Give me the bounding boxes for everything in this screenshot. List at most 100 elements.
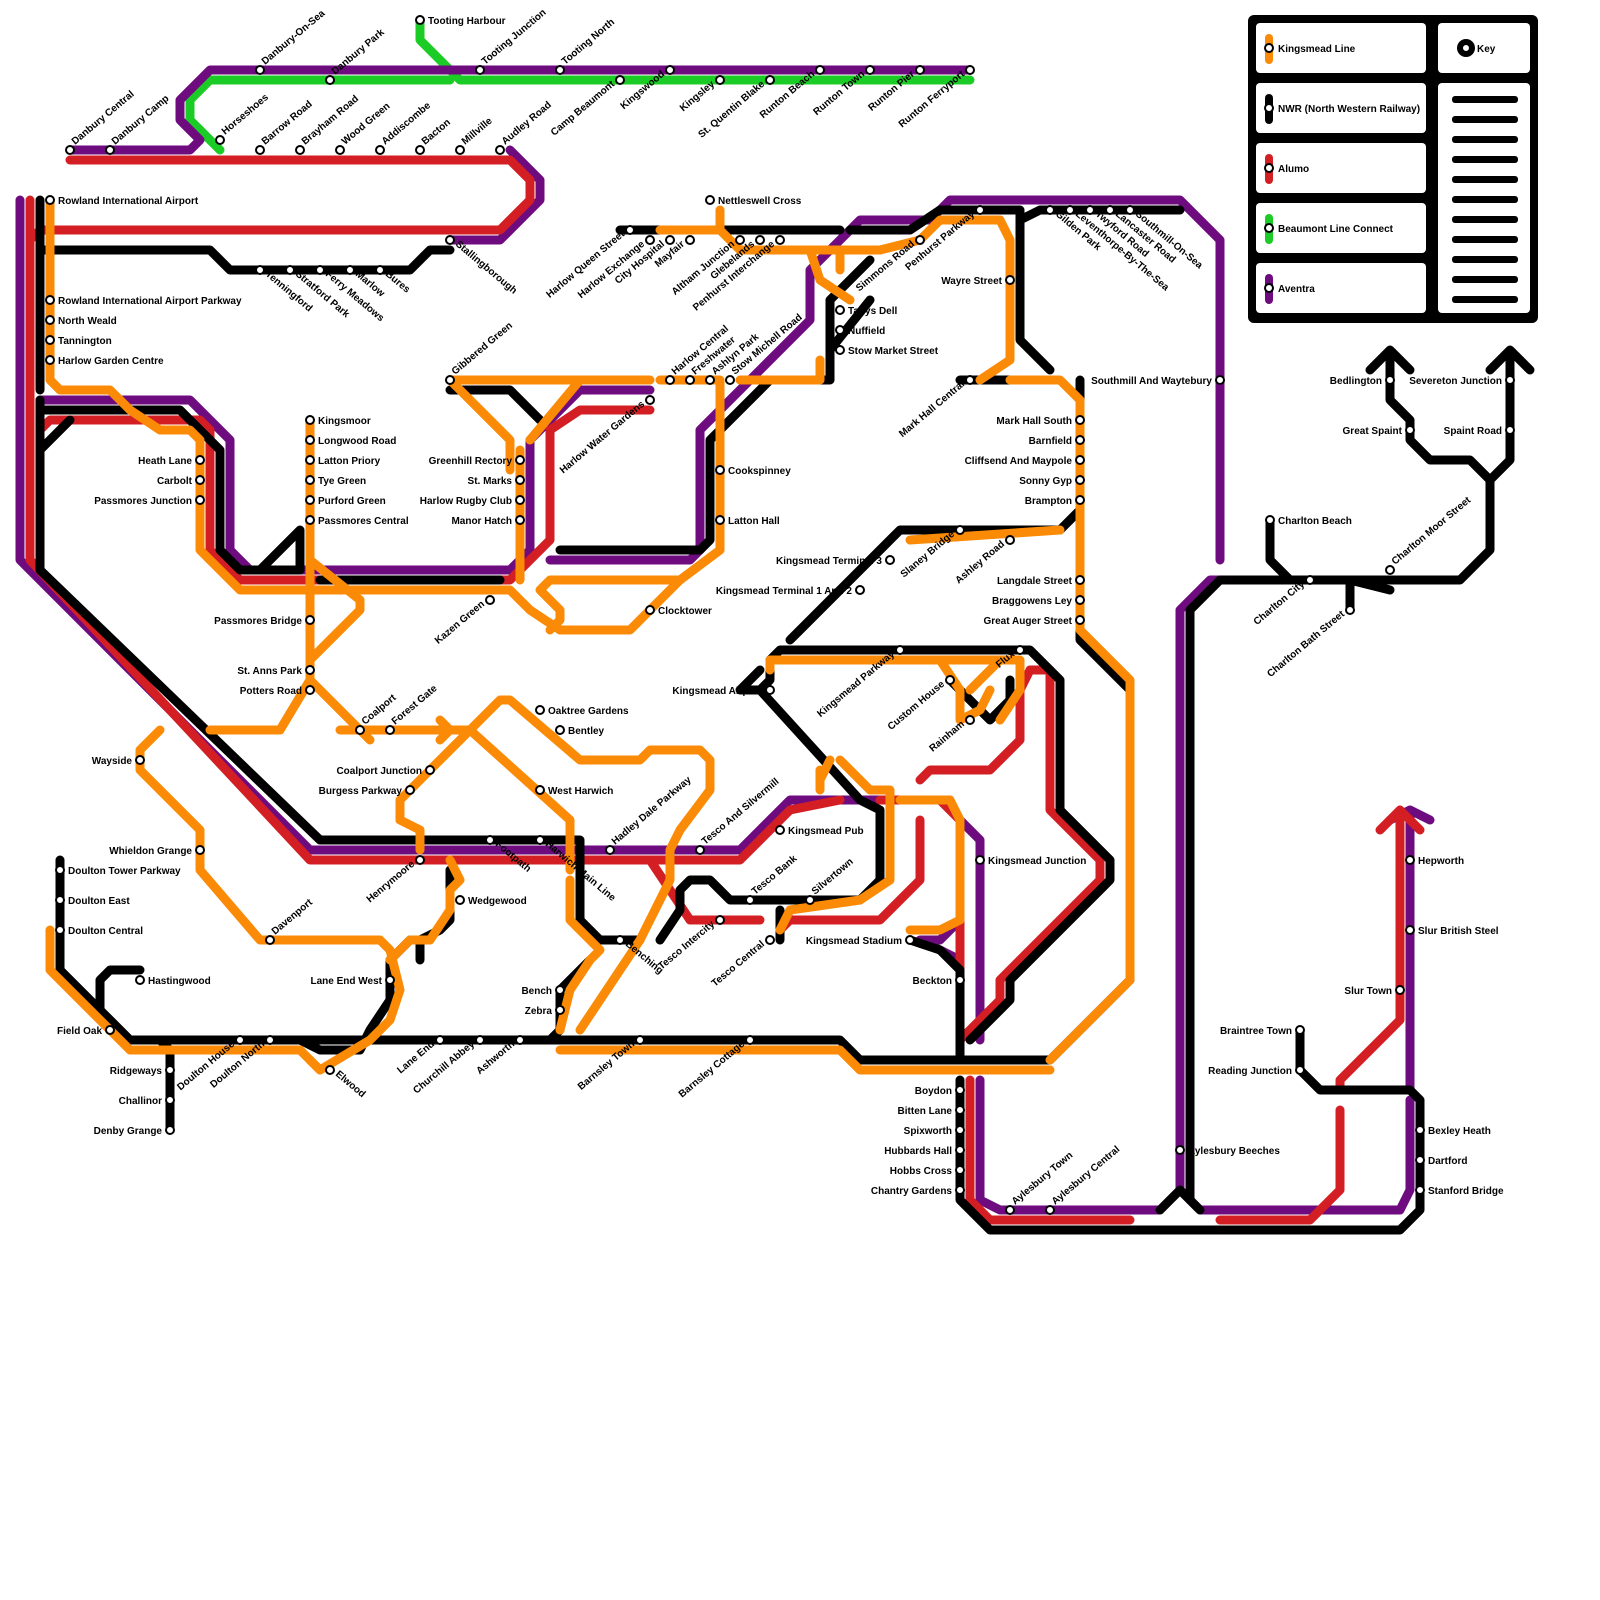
station-marker[interactable] <box>555 1005 565 1015</box>
station-marker[interactable] <box>685 235 695 245</box>
station-marker[interactable] <box>615 75 625 85</box>
station-marker[interactable] <box>805 895 815 905</box>
station-marker[interactable] <box>235 1035 245 1045</box>
station-marker[interactable] <box>1505 375 1515 385</box>
station-marker[interactable] <box>265 1035 275 1045</box>
station-marker[interactable] <box>375 145 385 155</box>
station-marker[interactable] <box>415 145 425 155</box>
station-marker[interactable] <box>305 515 315 525</box>
station-marker[interactable] <box>765 75 775 85</box>
station-marker[interactable] <box>295 145 305 155</box>
station-marker[interactable] <box>615 935 625 945</box>
station-marker[interactable] <box>305 475 315 485</box>
station-marker[interactable] <box>55 925 65 935</box>
station-marker[interactable] <box>375 265 385 275</box>
station-marker[interactable] <box>715 915 725 925</box>
station-marker[interactable] <box>475 65 485 75</box>
station-marker[interactable] <box>1385 375 1395 385</box>
station-marker[interactable] <box>865 65 875 75</box>
station-marker[interactable] <box>645 395 655 405</box>
station-marker[interactable] <box>455 145 465 155</box>
station-marker[interactable] <box>835 345 845 355</box>
station-marker[interactable] <box>945 675 955 685</box>
station-marker[interactable] <box>455 895 465 905</box>
station-marker[interactable] <box>135 975 145 985</box>
station-marker[interactable] <box>425 765 435 775</box>
station-marker[interactable] <box>715 465 725 475</box>
station-marker[interactable] <box>665 375 675 385</box>
station-marker[interactable] <box>535 705 545 715</box>
station-marker[interactable] <box>775 825 785 835</box>
station-marker[interactable] <box>515 495 525 505</box>
station-marker[interactable] <box>1005 275 1015 285</box>
station-marker[interactable] <box>765 685 775 695</box>
station-marker[interactable] <box>1385 565 1395 575</box>
station-marker[interactable] <box>305 665 315 675</box>
station-marker[interactable] <box>835 305 845 315</box>
station-marker[interactable] <box>265 935 275 945</box>
station-marker[interactable] <box>555 985 565 995</box>
station-marker[interactable] <box>45 315 55 325</box>
station-marker[interactable] <box>1405 855 1415 865</box>
station-marker[interactable] <box>1295 1065 1305 1075</box>
station-marker[interactable] <box>165 1125 175 1135</box>
station-marker[interactable] <box>105 1025 115 1035</box>
station-marker[interactable] <box>955 1105 965 1115</box>
station-marker[interactable] <box>1345 605 1355 615</box>
station-marker[interactable] <box>1075 415 1085 425</box>
station-marker[interactable] <box>955 1085 965 1095</box>
station-marker[interactable] <box>195 455 205 465</box>
station-marker[interactable] <box>165 1095 175 1105</box>
station-marker[interactable] <box>855 585 865 595</box>
station-marker[interactable] <box>685 375 695 385</box>
station-marker[interactable] <box>55 895 65 905</box>
station-marker[interactable] <box>555 65 565 75</box>
station-marker[interactable] <box>255 265 265 275</box>
station-marker[interactable] <box>515 1035 525 1045</box>
station-marker[interactable] <box>215 135 225 145</box>
station-marker[interactable] <box>385 975 395 985</box>
station-marker[interactable] <box>895 645 905 655</box>
station-marker[interactable] <box>745 1035 755 1045</box>
station-marker[interactable] <box>305 455 315 465</box>
station-marker[interactable] <box>415 15 425 25</box>
station-marker[interactable] <box>1045 205 1055 215</box>
station-marker[interactable] <box>915 65 925 75</box>
station-marker[interactable] <box>195 475 205 485</box>
station-marker[interactable] <box>1075 575 1085 585</box>
station-marker[interactable] <box>305 615 315 625</box>
station-marker[interactable] <box>955 1125 965 1135</box>
station-marker[interactable] <box>45 335 55 345</box>
station-marker[interactable] <box>305 415 315 425</box>
station-marker[interactable] <box>515 475 525 485</box>
station-marker[interactable] <box>55 865 65 875</box>
station-marker[interactable] <box>1005 1205 1015 1215</box>
station-marker[interactable] <box>335 145 345 155</box>
station-marker[interactable] <box>735 235 745 245</box>
station-marker[interactable] <box>305 495 315 505</box>
station-marker[interactable] <box>625 225 635 235</box>
station-marker[interactable] <box>1065 205 1075 215</box>
station-marker[interactable] <box>435 1035 445 1045</box>
station-marker[interactable] <box>715 75 725 85</box>
station-marker[interactable] <box>1015 645 1025 655</box>
station-marker[interactable] <box>495 145 505 155</box>
station-marker[interactable] <box>1075 455 1085 465</box>
station-marker[interactable] <box>705 195 715 205</box>
station-marker[interactable] <box>315 265 325 275</box>
station-marker[interactable] <box>955 1185 965 1195</box>
station-marker[interactable] <box>1105 205 1115 215</box>
station-marker[interactable] <box>1175 1145 1185 1155</box>
station-marker[interactable] <box>325 1065 335 1075</box>
station-marker[interactable] <box>405 785 415 795</box>
station-marker[interactable] <box>745 895 755 905</box>
station-marker[interactable] <box>415 855 425 865</box>
station-marker[interactable] <box>975 205 985 215</box>
station-marker[interactable] <box>645 605 655 615</box>
station-marker[interactable] <box>45 195 55 205</box>
station-marker[interactable] <box>645 235 655 245</box>
station-marker[interactable] <box>555 725 565 735</box>
station-marker[interactable] <box>1295 1025 1305 1035</box>
station-marker[interactable] <box>635 1035 645 1045</box>
station-marker[interactable] <box>1075 435 1085 445</box>
